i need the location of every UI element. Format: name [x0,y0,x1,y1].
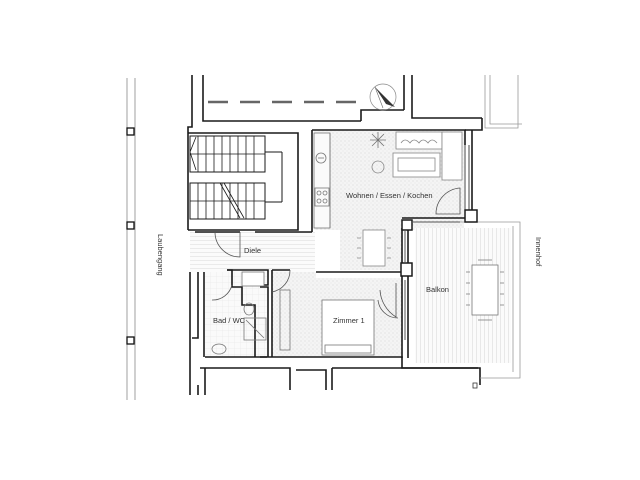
bed [279,289,375,356]
exterior-label-innenhof: Innenhof [534,237,543,267]
living-window [464,145,478,223]
column [400,262,413,277]
room-label-bad: Bad / WC [213,316,246,325]
staircase [189,135,283,220]
laubengang-rail [126,78,136,400]
exterior-label-laubengang: Laubengang [156,234,165,276]
bath-fixtures [211,271,267,355]
room-label-diele: Diele [244,246,262,255]
column [401,219,413,231]
balkon-table [466,259,504,321]
walls [187,75,483,395]
room-label-balkon: Balkon [426,285,449,294]
diele-floor [190,232,315,272]
room-label-zimmer1: Zimmer 1 [333,316,365,325]
kitchen-counter [313,132,331,229]
north-arrow-icon [369,83,397,111]
room-label-wohnen: Wohnen / Essen / Kochen [346,191,433,200]
living-furniture [357,131,463,267]
balkon-windows [404,221,460,340]
exterior-lines [408,75,522,379]
doors [211,187,461,319]
